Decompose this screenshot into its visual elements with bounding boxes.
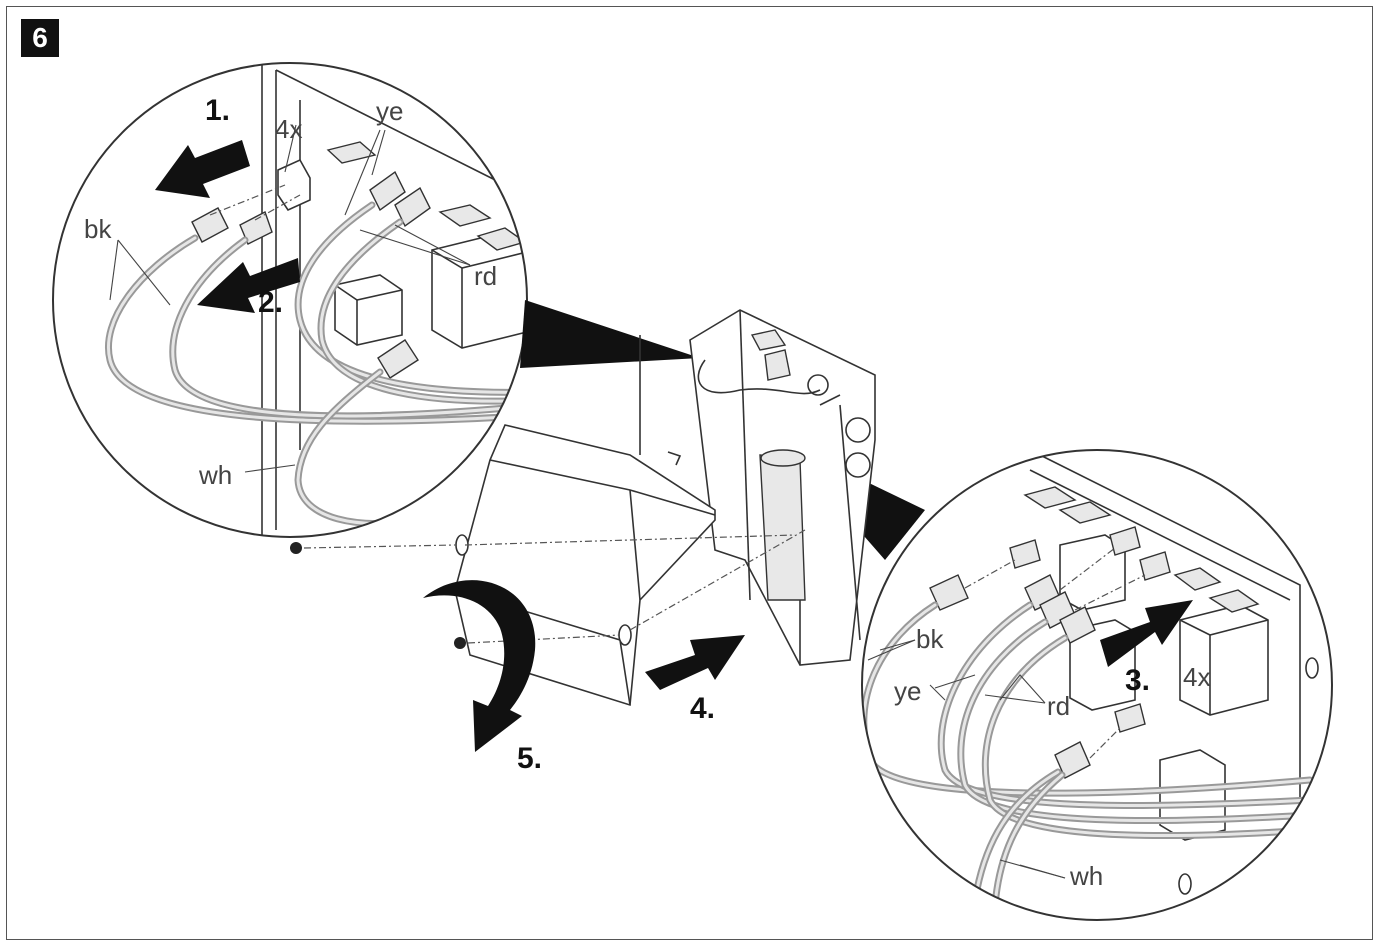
- arrow-step-1-icon: [155, 140, 250, 198]
- figure-frame: [6, 6, 1373, 940]
- label-rd-top: rd: [474, 261, 497, 291]
- label-count-bottom: 4x: [1183, 662, 1210, 692]
- label-wh-bottom: wh: [1069, 861, 1103, 891]
- callout-wedge-top: [520, 300, 700, 368]
- label-count-top: 4x: [275, 114, 302, 144]
- control-unit-housing: [689, 309, 876, 666]
- step-label-4: 4.: [690, 692, 715, 725]
- arrow-step-5-icon: [423, 580, 536, 752]
- step-label-2: 2.: [258, 286, 283, 319]
- arrow-step-4-icon: [645, 635, 745, 690]
- label-wh-top: wh: [198, 460, 232, 490]
- label-bk-top: bk: [84, 214, 112, 244]
- label-ye-bottom: ye: [894, 676, 921, 706]
- figure-number-badge: 6: [21, 19, 59, 57]
- screw-top: [290, 542, 302, 554]
- arrow-step-3-icon: [1100, 600, 1193, 667]
- arrow-step-2-icon: [197, 258, 300, 313]
- step-label-3: 3.: [1125, 664, 1150, 697]
- label-ye-top: ye: [376, 96, 403, 126]
- label-rd-bottom: rd: [1047, 691, 1070, 721]
- zoom-circle-bottom: [861, 449, 1333, 921]
- screw-bottom: [454, 637, 466, 649]
- label-bk-bottom: bk: [916, 624, 944, 654]
- step-label-1: 1.: [205, 94, 230, 127]
- step-label-5: 5.: [517, 742, 542, 775]
